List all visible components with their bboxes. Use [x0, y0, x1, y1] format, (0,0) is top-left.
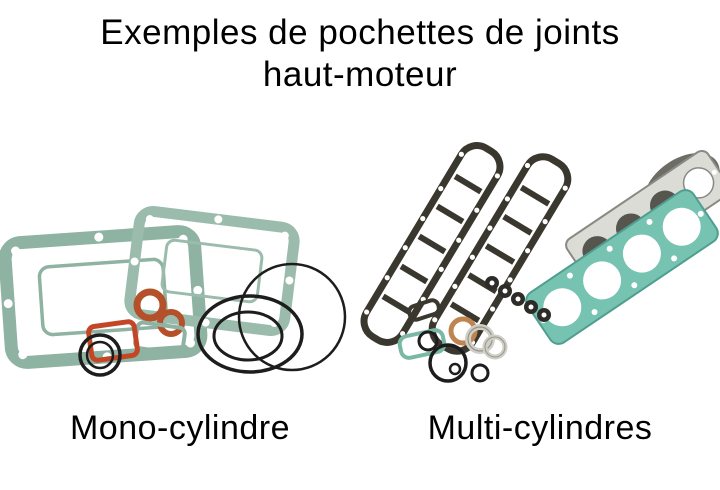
gasket-kits-photo	[0, 119, 720, 409]
head-gasket-teal-icon	[525, 189, 719, 346]
valve-cover-gasket-1-icon	[360, 142, 504, 347]
caption-mono-cylinder: Mono-cylindre	[69, 409, 291, 448]
title-line-2: haut-moteur	[262, 55, 458, 94]
captions-row: Mono-cylindre Multi-cylindres	[0, 409, 720, 448]
page-title: Exemples de pochettes de joints haut-mot…	[0, 12, 720, 96]
small-teal-gasket-2-icon	[397, 328, 447, 361]
black-o-rings-icon	[417, 330, 490, 384]
multi-cylinder-kit-image	[360, 142, 720, 384]
red-gasket-icon	[86, 319, 140, 364]
title-line-1: Exemples de pochettes de joints	[100, 13, 620, 52]
small-dark-gasket-icon	[407, 298, 441, 323]
washers-icon	[448, 316, 508, 360]
valve-stem-seals-icon	[485, 276, 551, 323]
mono-cylinder-kit-image	[0, 206, 347, 378]
ellipse-gasket-icon	[196, 294, 304, 375]
cylinder-base-gasket-large-icon	[0, 225, 208, 370]
large-o-ring-icon	[237, 263, 347, 372]
caption-multi-cylinders: Multi-cylindres	[427, 409, 653, 448]
black-seal-ring-icon	[78, 333, 122, 378]
